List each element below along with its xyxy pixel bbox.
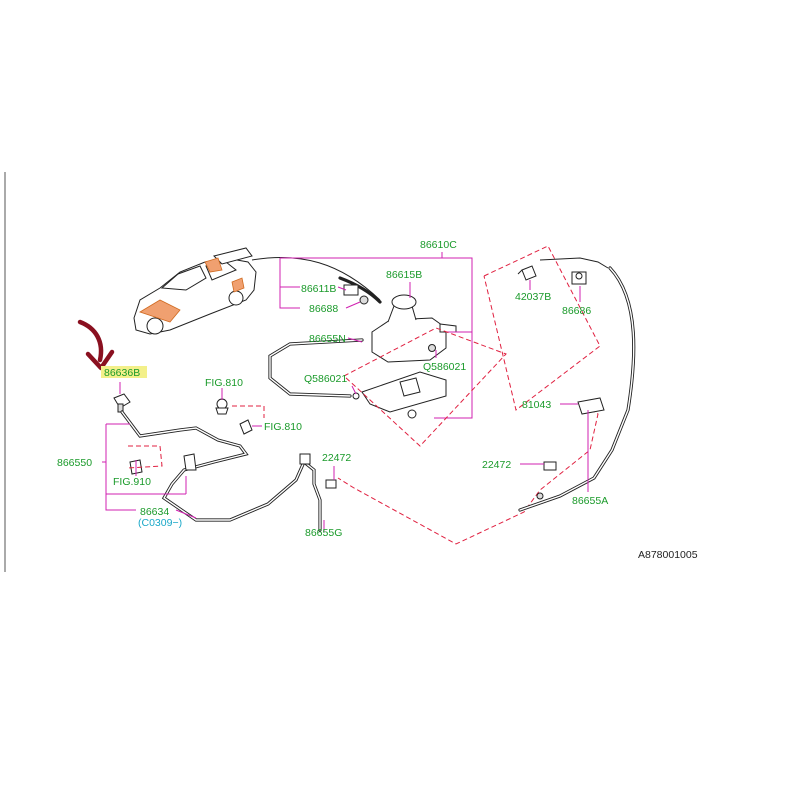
part-label-86610c[interactable]: 86610C [420, 239, 457, 251]
dashed-area-right [483, 245, 601, 411]
car-to-tank-line [251, 256, 381, 301]
bolt-icon [428, 344, 436, 352]
tank-bracket [352, 371, 447, 419]
part-label-q586021-a[interactable]: Q586021 [423, 361, 466, 373]
dashed-area-tank [343, 327, 507, 447]
part-label-22472-right[interactable]: 22472 [482, 459, 511, 471]
fig-ref-810-a[interactable]: FIG.810 [205, 377, 243, 389]
part-label-86634[interactable]: 86634 [140, 506, 169, 518]
grommet-86686-icon [571, 271, 587, 285]
part-label-q586021-b[interactable]: Q586021 [304, 373, 347, 385]
car-highlight-front [139, 299, 181, 323]
part-label-866550[interactable]: 866550 [57, 457, 92, 469]
part-label-22472-left[interactable]: 22472 [322, 452, 351, 464]
clip-22472-left-icon [325, 479, 337, 489]
plate-81043-icon [577, 397, 605, 415]
part-label-86655g[interactable]: 86655G [305, 527, 342, 539]
callout-arrow [77, 319, 104, 363]
part-label-81043[interactable]: 81043 [522, 399, 551, 411]
hose-clip-icon [183, 453, 197, 471]
washer-nozzle-icon [113, 393, 131, 413]
date-range-note: (C0309−) [138, 517, 182, 529]
fig-ref-910[interactable]: FIG.910 [113, 476, 151, 488]
part-label-86655n[interactable]: 86655N [309, 333, 346, 345]
hose-clip-fig810-icon [239, 419, 253, 435]
part-label-86686[interactable]: 86686 [562, 305, 591, 317]
grommet-icon [359, 295, 369, 305]
clip-42037b-icon [517, 265, 537, 281]
part-highlight [101, 366, 147, 378]
fig-ref-810-b[interactable]: FIG.810 [264, 421, 302, 433]
tank-cap-icon [391, 294, 417, 310]
part-label-86655a[interactable]: 86655A [572, 495, 608, 507]
rear-hose-top [539, 257, 609, 269]
part-label-86611b[interactable]: 86611B [301, 283, 336, 295]
part-label-42037b[interactable]: 42037B [515, 291, 551, 303]
diagram-reference-code: A878001005 [638, 549, 698, 561]
car-highlight-rear [204, 257, 223, 273]
car-illustration [133, 247, 257, 335]
part-label-86636b[interactable]: 86636B [104, 367, 140, 379]
part-label-86615b[interactable]: 86615B [386, 269, 422, 281]
clip-22472-right-icon [543, 461, 557, 471]
leader-86610c [280, 257, 473, 419]
pump-connector-icon [343, 284, 359, 296]
washer-tank [371, 294, 457, 363]
part-label-86688[interactable]: 86688 [309, 303, 338, 315]
leader-866550 [105, 424, 136, 511]
